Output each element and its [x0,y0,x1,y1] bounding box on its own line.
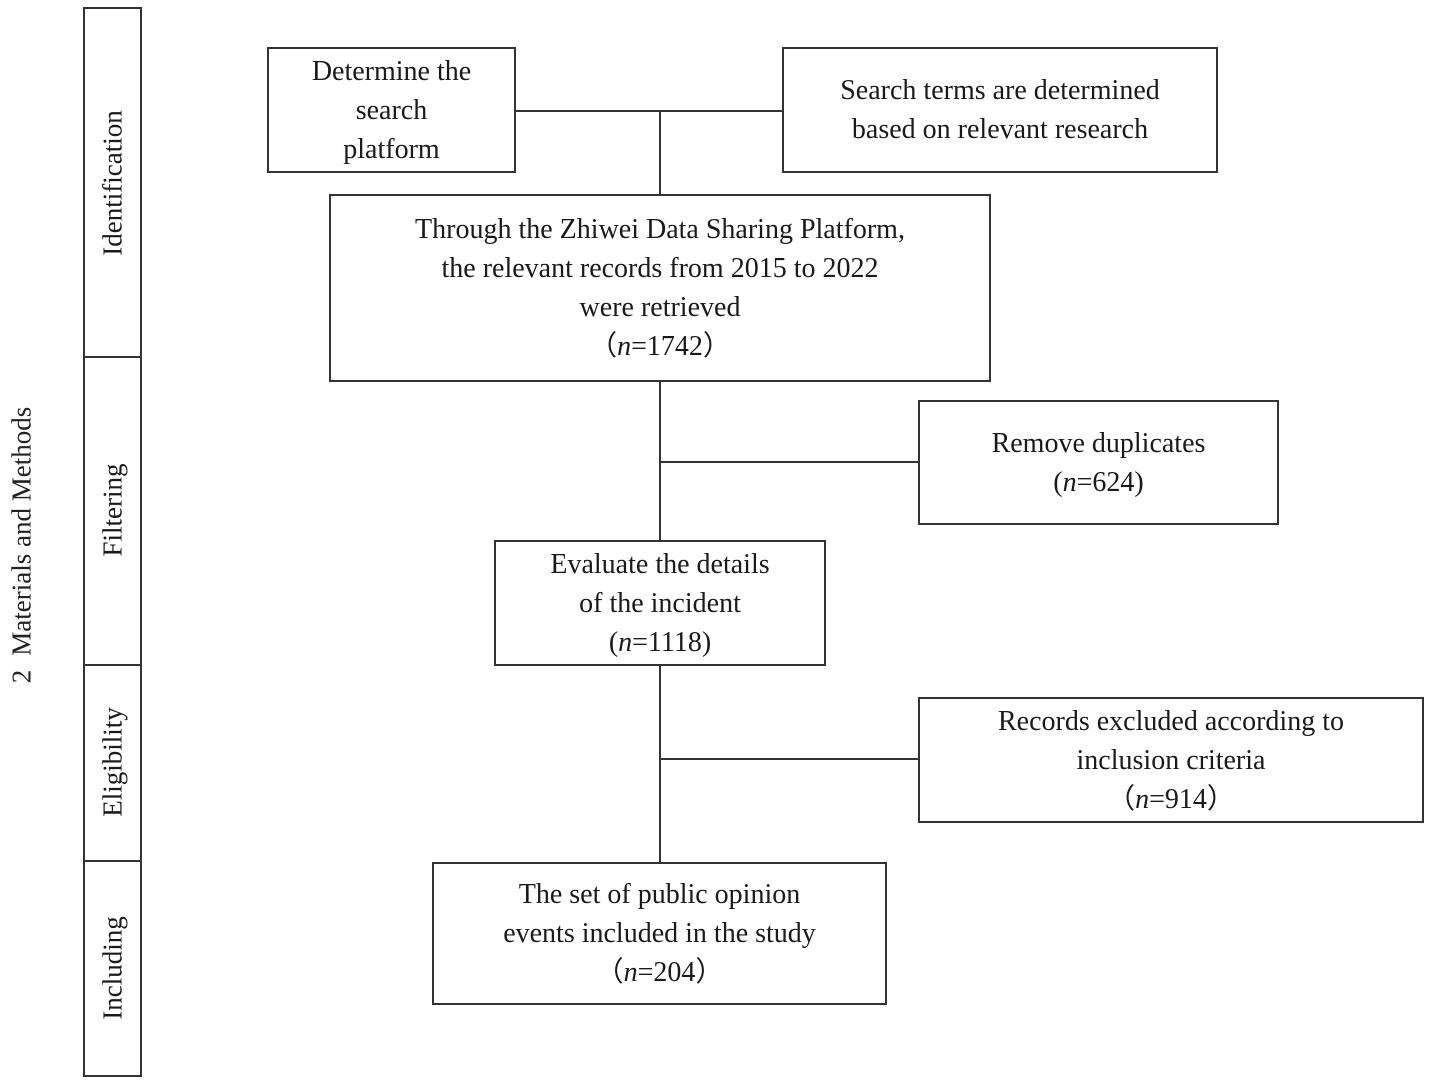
box-line: events included in the study [503,918,816,949]
connector-excluded-branch [659,758,920,760]
box-line: Evaluate the details [550,548,770,580]
stage-eligibility-label: Eligibility [97,707,127,817]
stage-identification-label: Identification [97,109,127,256]
box-line: were retrieved [579,292,741,323]
connector-duplicates-branch [659,461,920,463]
connector-main-vertical-2 [659,664,661,864]
box-records-retrieved: Through the Zhiwei Data Sharing Platform… [329,194,991,382]
box-included-set: The set of public opinion events include… [432,862,887,1005]
count-excluded: （n=914） [1107,783,1235,815]
box-line: the relevant records from 2015 to 2022 [441,253,879,284]
box-records-excluded: Records excluded according to inclusion … [918,697,1424,823]
box-line: inclusion criteria [1076,744,1266,776]
box-line: based on relevant research [851,114,1149,145]
stage-filtering: Filtering [85,356,140,666]
box-search-terms: Search terms are determined based on rel… [782,47,1218,173]
count-retrieved: （n=1742） [589,331,731,362]
box-remove-duplicates: Remove duplicates (n=624) [918,400,1279,525]
box-line: Remove duplicates [991,427,1206,459]
box-evaluate-details: Evaluate the details of the incident (n=… [494,540,826,666]
section-number: 2 [6,669,37,684]
section-title: Materials and Methods [6,406,37,656]
stage-identification: Identification [85,7,140,358]
box-line: Determine the [311,55,472,87]
stage-including: Including [85,860,140,1077]
connector-top-vertical [659,110,661,196]
box-line: The set of public opinion [518,879,801,910]
count-duplicates: (n=624) [1053,466,1144,498]
box-line: Records excluded according to [998,705,1344,737]
stage-column: Identification Filtering Eligibility Inc… [83,7,142,1077]
count-included: （n=204） [595,957,724,988]
stage-filtering-label: Filtering [97,463,127,557]
section-label: 2 Materials and Methods [7,407,38,683]
stage-eligibility: Eligibility [85,664,140,862]
box-line: of the incident [579,587,741,619]
box-line: Search terms are determined [840,75,1160,106]
count-evaluate: (n=1118) [608,626,712,658]
stage-including-label: Including [97,915,127,1020]
box-line: search [355,94,428,126]
box-line: platform [343,133,440,165]
box-line: Through the Zhiwei Data Sharing Platform… [415,214,905,245]
connector-top-horizontal [515,110,784,112]
box-search-platform: Determine the search platform [267,47,516,173]
